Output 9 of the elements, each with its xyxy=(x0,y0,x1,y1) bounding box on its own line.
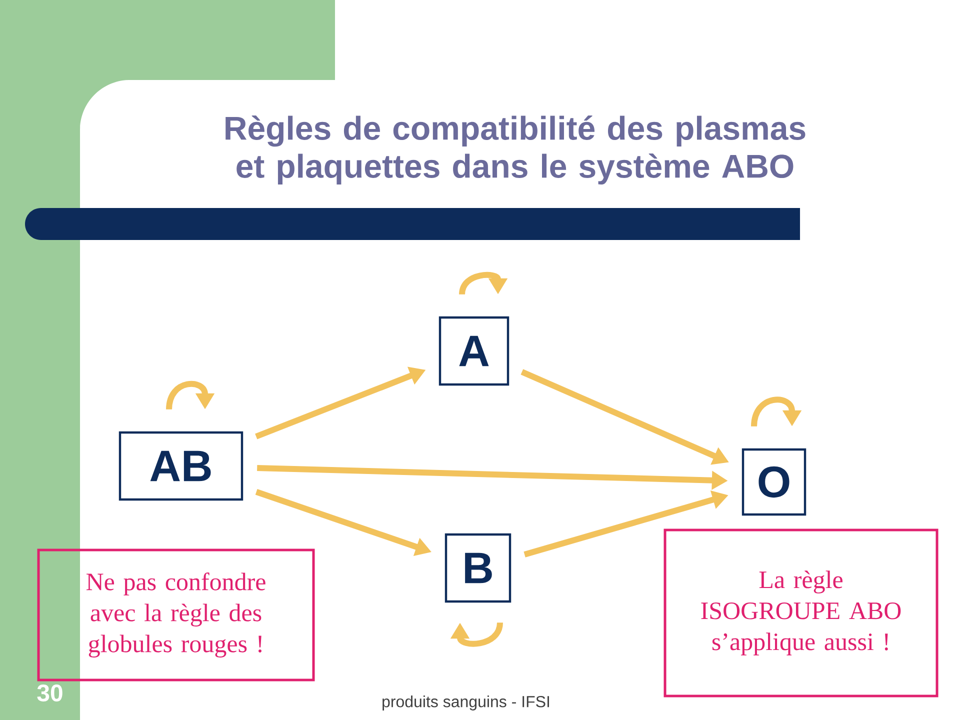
note-box: Ne pas confondre avec la règle des globules rouges ! xyxy=(37,548,315,682)
footer-text: produits sanguins - IFSI xyxy=(382,696,549,710)
blood-group-box: A xyxy=(438,316,510,386)
title: Règles de compatibilité des plasmas et plaquettes dans le système ABO xyxy=(226,115,806,185)
loop-arrow xyxy=(459,272,508,295)
blood-group-box: AB xyxy=(118,431,244,501)
note-box: La règle ISOGROUPE ABO s’applique aussi ! xyxy=(664,528,938,698)
blood-group-box: B xyxy=(444,533,512,603)
blood-group-box: O xyxy=(742,448,806,516)
